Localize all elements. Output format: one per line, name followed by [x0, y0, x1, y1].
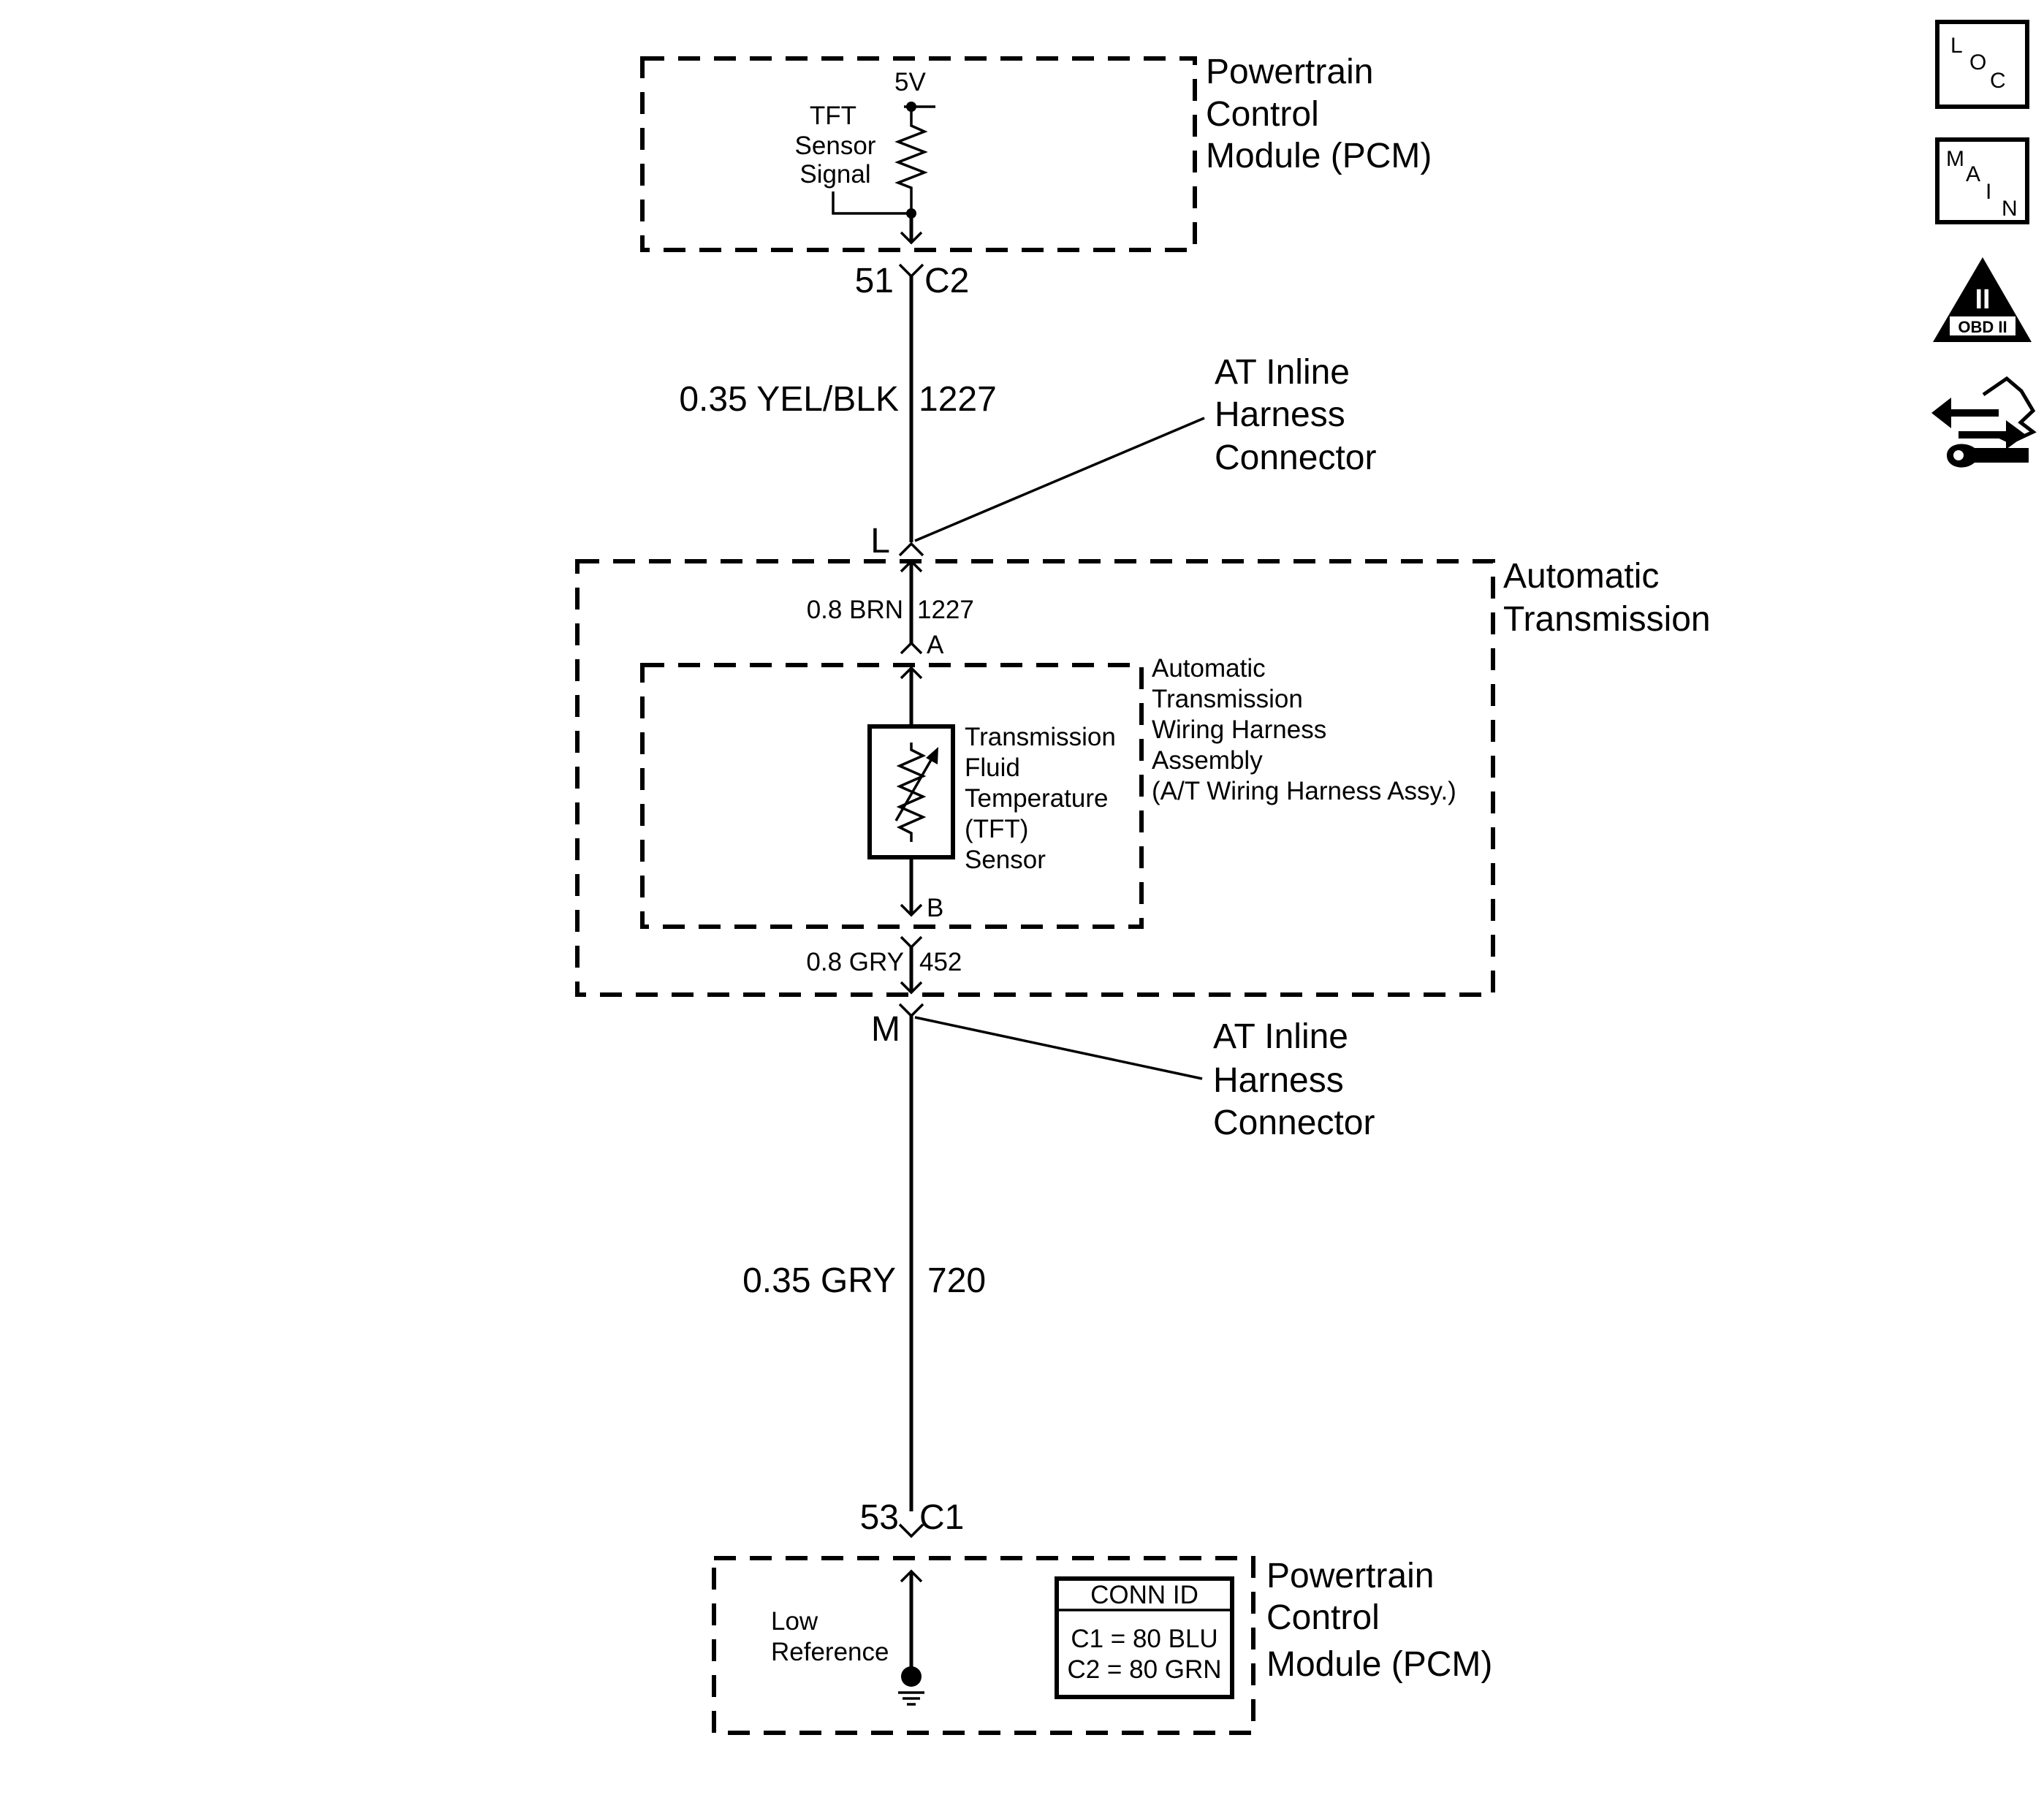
sensor-bottom-pin-arrow — [900, 903, 923, 917]
svg-text:A: A — [1966, 162, 1980, 186]
pcm-top-label-line2: Control — [1206, 95, 1319, 134]
pcm-bottom-box — [712, 1556, 1255, 1735]
inline-connector-top-block: L AT Inline Harness Connector — [870, 353, 1376, 561]
ground-node — [901, 1666, 922, 1687]
harness-label-line4: Assembly — [1152, 746, 1263, 775]
inline-connector-top-label-line2: Harness — [1215, 395, 1345, 434]
c2-connector-symbol — [898, 263, 924, 278]
trans-bottom-pin-arrow — [900, 981, 923, 995]
pcm-top-label-line1: Powertrain — [1206, 53, 1373, 91]
inline-connector-bottom-label-line1: AT Inline — [1213, 1017, 1348, 1056]
tft-sensor-label-line4: (TFT) — [965, 815, 1028, 843]
trans-bottom-wire-size-color: 0.8 GRY — [806, 948, 904, 976]
pcm-bottom-label-line2: Control — [1266, 1598, 1380, 1637]
connector-a-label: A — [927, 631, 944, 659]
inline-connector-top-label-line3: Connector — [1215, 438, 1376, 477]
pcm-top-pin-arrow — [900, 231, 923, 245]
signal-label-line3: Signal — [799, 160, 870, 189]
signal-label-line1: TFT — [810, 102, 856, 130]
inline-connector-bottom-label-line3: Connector — [1213, 1104, 1375, 1142]
conn-id-row-c2: C2 = 80 GRN — [1067, 1655, 1221, 1684]
harness-label-line2: Transmission — [1152, 685, 1303, 713]
inline-connector-m-leader — [914, 1016, 1203, 1080]
lower-wire-size-color: 0.35 GRY — [742, 1261, 896, 1300]
trans-top-pin-arrow — [900, 559, 923, 573]
sensor-top-pin-arrow — [900, 666, 923, 680]
pcm-bottom-block: 53 C1 Powertrain Control Module (PCM) Lo… — [712, 1498, 1492, 1735]
upper-wire-size-color: 0.35 YEL/BLK — [679, 380, 899, 419]
conn-id-table — [1055, 1576, 1234, 1699]
pin-51-label: 51 — [855, 262, 894, 300]
svg-text:O: O — [1969, 50, 1986, 75]
svg-text:II: II — [1975, 284, 1990, 315]
inline-connector-bottom-label-line2: Harness — [1213, 1061, 1344, 1100]
inline-connector-l-leader — [914, 417, 1205, 542]
trans-top-wire-circuit: 1227 — [917, 596, 974, 624]
upper-wire-block: 0.35 YEL/BLK 1227 — [679, 276, 997, 542]
tft-sensor-label-line5: Sensor — [965, 846, 1046, 874]
svg-text:L: L — [1950, 34, 1963, 58]
svg-text:I: I — [1986, 180, 1991, 204]
signal-label-line2: Sensor — [795, 132, 876, 160]
main-icon[interactable]: M A I N — [1935, 137, 2029, 224]
voltage-label: 5V — [894, 68, 926, 96]
loc-icon[interactable]: L O C — [1935, 20, 2029, 109]
harness-label-line5: (A/T Wiring Harness Assy.) — [1152, 777, 1456, 805]
tft-sensor-label-line1: Transmission — [965, 723, 1116, 751]
trans-top-wire-size-color: 0.8 BRN — [807, 596, 903, 624]
pcm-bottom-label-line1: Powertrain — [1266, 1557, 1434, 1595]
upper-wire-circuit: 1227 — [919, 380, 997, 419]
svg-text:C: C — [1990, 69, 2006, 93]
automatic-transmission-label-line1: Automatic — [1503, 557, 1659, 596]
c1-connector-symbol — [898, 1523, 924, 1538]
pullup-resistor — [894, 107, 928, 213]
lower-wire-circuit: 720 — [927, 1261, 986, 1300]
inline-connector-l-symbol — [898, 542, 924, 557]
pin-53-label: 53 — [860, 1498, 899, 1537]
harness-label-line1: Automatic — [1152, 654, 1266, 683]
harness-assembly-box — [640, 663, 1144, 929]
tft-variable-arrow-shaft — [894, 754, 935, 821]
inline-connector-top-label-line1: AT Inline — [1215, 353, 1350, 392]
connector-c2-label: C2 — [924, 262, 969, 300]
side-icons[interactable]: L O C M A I N II OBD II — [1931, 20, 2037, 468]
tft-thermistor-icon — [896, 743, 927, 842]
automatic-transmission-block: Automatic Transmission 0.8 BRN 1227 A Au… — [575, 557, 1711, 997]
tft-variable-arrow-head — [926, 747, 938, 764]
svg-text:OBD II: OBD II — [1958, 318, 2007, 336]
conn-id-row-c1: C1 = 80 BLU — [1071, 1625, 1217, 1653]
conn-id-title: CONN ID — [1090, 1581, 1198, 1609]
pcm-top-label-line3: Module (PCM) — [1206, 137, 1432, 175]
svg-text:N: N — [2002, 197, 2018, 221]
tft-sensor-label-line3: Temperature — [965, 784, 1108, 813]
automatic-transmission-label-line2: Transmission — [1503, 600, 1711, 639]
pcm-bottom-label-line3: Module (PCM) — [1266, 1645, 1492, 1684]
connector-b-label: B — [927, 894, 943, 922]
low-reference-label-line1: Low — [771, 1607, 818, 1636]
connector-b-symbol — [900, 935, 923, 949]
tft-sensor-label-line2: Fluid — [965, 753, 1020, 782]
harness-label-line3: Wiring Harness — [1152, 715, 1326, 744]
automatic-transmission-box — [575, 559, 1495, 997]
low-reference-label-line2: Reference — [771, 1638, 889, 1666]
pcm-bottom-pin-arrow — [900, 1569, 923, 1583]
trans-bottom-wire-circuit: 452 — [919, 948, 962, 976]
connector-c1-label: C1 — [919, 1498, 964, 1537]
svg-text:M: M — [1946, 147, 1964, 171]
signal-tap — [832, 191, 911, 215]
inline-connector-l-pin: L — [870, 522, 890, 561]
tools-icon[interactable] — [1931, 376, 2037, 468]
pcm-top-box — [640, 56, 1197, 252]
inline-connector-m-symbol — [898, 1003, 924, 1018]
inline-connector-m-pin: M — [871, 1010, 900, 1049]
obd-ii-icon[interactable]: II OBD II — [1933, 257, 2032, 342]
pcm-top-block: Powertrain Control Module (PCM) 5V TFT S… — [640, 53, 1432, 300]
inline-connector-bottom-block: M AT Inline Harness Connector — [871, 1003, 1375, 1142]
tft-sensor-body — [867, 724, 955, 859]
connector-a-symbol — [900, 641, 923, 655]
lower-wire-block: 0.35 GRY 720 — [742, 1016, 986, 1511]
